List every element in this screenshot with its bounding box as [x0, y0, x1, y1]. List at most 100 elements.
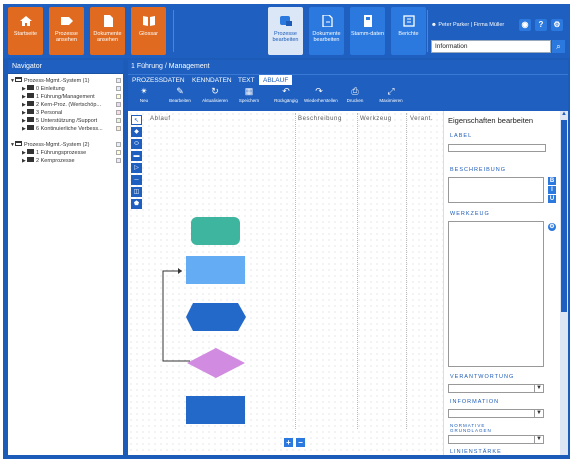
end-node[interactable] — [186, 396, 245, 424]
user-info: ☻ Peter Parker | Firma Müller — [431, 22, 505, 28]
print-icon: ⎙ — [351, 86, 359, 96]
folder-icon — [27, 125, 34, 130]
connector-tool-icon[interactable]: ◫ — [131, 187, 142, 197]
tree-item[interactable]: ▶2 Kernprozesse — [8, 157, 123, 165]
color-swatch — [116, 78, 121, 83]
document-edit-button[interactable]: Dokumente bearbeiten — [309, 7, 344, 55]
description-field[interactable] — [448, 177, 544, 203]
process-node[interactable] — [186, 256, 245, 284]
collapse-arrow-icon[interactable]: ▶ — [22, 158, 26, 164]
tab-prozessdaten[interactable]: PROZESSDATEN — [132, 77, 185, 84]
color-swatch — [116, 94, 121, 99]
settings-button[interactable]: ⚙ — [551, 19, 563, 31]
search-button[interactable]: ⌕ — [552, 40, 565, 53]
tree-item[interactable]: ▶0 Einleitung — [8, 85, 123, 93]
gear-icon: ⚙ — [549, 224, 555, 230]
chevron-down-icon: ▼ — [534, 385, 543, 392]
bold-button[interactable]: B — [548, 177, 556, 185]
tree-item[interactable]: ▶1 Führungsprozesse — [8, 149, 123, 157]
expand-icon[interactable]: ▼ — [10, 142, 15, 148]
redo-button[interactable]: ↷Wiederherstellen — [304, 86, 338, 104]
save-button[interactable]: ▦Speichern — [238, 86, 260, 104]
rectangle-tool-icon[interactable]: ▬ — [131, 151, 142, 161]
flow-diagram — [162, 217, 246, 424]
pointer-tool-icon[interactable]: ↖ — [131, 115, 142, 125]
maximize-button[interactable]: ⤢Maximieren — [379, 86, 403, 104]
glossary-button[interactable]: Glossar — [131, 7, 166, 55]
normative-select[interactable]: ▼ — [448, 435, 544, 444]
tool-field[interactable] — [448, 221, 544, 367]
diamond-tool-icon[interactable]: ◆ — [131, 127, 142, 137]
information-field-label: INFORMATION — [450, 399, 500, 405]
folder-open-icon — [15, 141, 22, 146]
gear-button[interactable]: ⚙ — [548, 223, 556, 231]
chevron-down-icon: ▼ — [534, 436, 543, 443]
color-swatch — [116, 110, 121, 115]
tree-root-1[interactable]: ▼Prozess-Mgmt.-System (1) — [8, 77, 123, 85]
refresh-button[interactable]: ↻Aktualisieren — [202, 86, 228, 104]
folder-open-icon — [15, 77, 22, 82]
color-swatch — [116, 86, 121, 91]
new-button[interactable]: ✴Neu — [139, 86, 149, 104]
tree-item[interactable]: ▶3 Personal — [8, 109, 123, 117]
process-view-button[interactable]: Prozesse ansehen — [49, 7, 84, 55]
properties-title: Eigenschaften bearbeiten — [448, 116, 534, 125]
tree-root-2[interactable]: ▼Prozess-Mgmt.-System (2) — [8, 141, 123, 149]
underline-button[interactable]: U — [548, 195, 556, 203]
tree-item[interactable]: ▶1 Führung/Management — [8, 93, 123, 101]
collapse-arrow-icon[interactable]: ▶ — [22, 150, 26, 156]
expand-icon[interactable]: ▼ — [10, 78, 15, 84]
action-bar: ✴Neu ✎Bearbeiten ↻Aktualisieren ▦Speiche… — [128, 85, 568, 111]
arrowhead-icon — [178, 268, 182, 274]
collapse-arrow-icon[interactable]: ▶ — [22, 94, 26, 100]
master-data-button[interactable]: Stamm-daten — [350, 7, 385, 55]
print-button[interactable]: ⎙Drucken — [346, 86, 364, 104]
collapse-arrow-icon[interactable]: ▶ — [22, 86, 26, 92]
scrollbar-thumb[interactable] — [561, 120, 567, 312]
tree-item[interactable]: ▶6 Kontinuierliche Verbess... — [8, 125, 123, 133]
flow-canvas[interactable]: ↖ ◆ ⬭ ▬ ▷ ─ ◫ ⬟ Ablauf Beschreibung Werk… — [128, 111, 443, 455]
undo-icon: ↶ — [282, 86, 290, 96]
ellipse-tool-icon[interactable]: ⬭ — [131, 139, 142, 149]
redo-icon: ↷ — [315, 86, 323, 96]
tree-item[interactable]: ▶5 Unterstützung /Support — [8, 117, 123, 125]
home-button[interactable]: Startseite — [8, 7, 43, 55]
document-view-button[interactable]: Dokumente ansehen — [90, 7, 125, 55]
responsibility-select[interactable]: ▼ — [448, 384, 544, 393]
properties-scrollbar[interactable]: ▲ — [560, 111, 568, 455]
zoom-in-button[interactable]: + — [284, 438, 293, 447]
color-swatch — [116, 158, 121, 163]
collapse-arrow-icon[interactable]: ▶ — [22, 102, 26, 108]
pentagon-tool-icon[interactable]: ⬟ — [131, 199, 142, 209]
collapse-arrow-icon[interactable]: ▶ — [22, 118, 26, 124]
process-edit-button[interactable]: Prozesse bearbeiten — [268, 7, 303, 55]
tag-tool-icon[interactable]: ▷ — [131, 163, 142, 173]
globe-button[interactable]: ◉ — [519, 19, 531, 31]
column-header-verant: Verant. — [410, 116, 434, 122]
collapse-arrow-icon[interactable]: ▶ — [22, 126, 26, 132]
normative-field-label: NORMATIVE GRUNDLAGEN — [450, 423, 492, 433]
reports-button[interactable]: Berichte — [391, 7, 426, 55]
undo-button[interactable]: ↶Rückgängig — [274, 86, 298, 104]
decision-node[interactable] — [187, 348, 245, 378]
scroll-up-icon[interactable]: ▲ — [561, 111, 567, 117]
pencil-icon: ✎ — [176, 86, 184, 96]
zoom-out-button[interactable]: − — [296, 438, 305, 447]
help-icon: ? — [538, 20, 544, 29]
tab-ablauf[interactable]: ABLAUF — [259, 75, 293, 86]
information-select[interactable]: ▼ — [448, 409, 544, 418]
italic-button[interactable]: I — [548, 186, 556, 194]
label-field[interactable] — [448, 144, 546, 152]
search-input[interactable]: Information — [431, 40, 551, 53]
tree-item[interactable]: ▶2 Kern-Proz. (Wertschöp... — [8, 101, 123, 109]
help-button[interactable]: ? — [535, 19, 547, 31]
tab-kenndaten[interactable]: KENNDATEN — [192, 77, 232, 84]
preparation-node[interactable] — [186, 303, 246, 331]
color-swatch — [116, 102, 121, 107]
home-icon — [19, 16, 32, 26]
edit-button[interactable]: ✎Bearbeiten — [169, 86, 191, 104]
start-node[interactable] — [191, 217, 240, 245]
collapse-arrow-icon[interactable]: ▶ — [22, 110, 26, 116]
tab-text[interactable]: TEXT — [238, 77, 255, 84]
line-tool-icon[interactable]: ─ — [131, 175, 142, 185]
